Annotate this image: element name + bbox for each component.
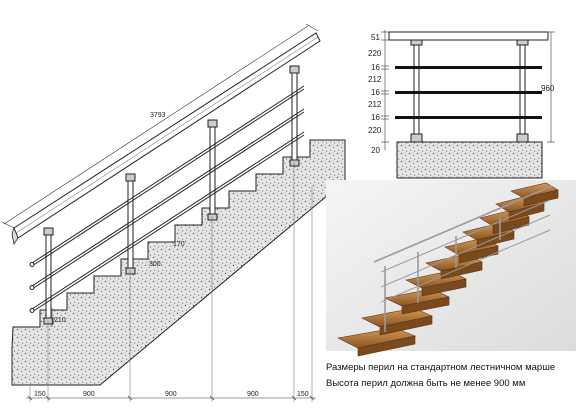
bottom-dim-4: 900	[247, 391, 259, 398]
section-dim-16-a: 16	[371, 63, 380, 72]
section-dim-16-b: 16	[371, 88, 380, 97]
rail-length-dimension	[1, 23, 319, 229]
concrete-stair-body	[11, 139, 346, 386]
step-run-label: 300	[149, 261, 161, 268]
stair-photo	[326, 180, 576, 357]
section-dim-51: 51	[371, 33, 380, 42]
extension-lines	[29, 162, 313, 402]
bottom-dim-2: 900	[83, 391, 95, 398]
bottom-dim-1: 150	[34, 391, 46, 398]
section-dim-220-bottom: 220	[368, 126, 382, 135]
caption-railing-height: Высота перил должна быть не менее 900 мм	[326, 378, 526, 389]
section-dim-220-top: 220	[368, 49, 382, 58]
wooden-steps	[337, 182, 559, 357]
bottom-dim-5: 150	[297, 391, 309, 398]
rail-length-label: 3793	[150, 112, 166, 119]
section-handrail	[388, 31, 549, 41]
section-dim-212-b: 212	[368, 100, 382, 109]
railing-tubes	[29, 85, 305, 313]
section-total-height: 960	[541, 84, 555, 93]
bottom-dim-3: 900	[165, 391, 177, 398]
concrete-slab	[396, 141, 543, 179]
base-offset-label: 210	[54, 317, 66, 324]
section-dim-20: 20	[371, 146, 380, 155]
section-dim-16-c: 16	[371, 113, 380, 122]
section-dim-212-a: 212	[368, 75, 382, 84]
section-bars	[395, 66, 542, 119]
section-right-dim	[547, 31, 555, 143]
step-rise-label: 170	[173, 241, 185, 248]
bottom-dimension-chain	[26, 395, 316, 401]
section-left-dim-chain	[381, 30, 389, 150]
railing-cross-section: 51 220 16 212 16 212 16 220 20 960	[368, 30, 555, 179]
stair-side-elevation: 3793 170 300 210 150 900 900 900 1	[1, 23, 346, 402]
steel-railing	[373, 185, 553, 332]
section-posts	[410, 39, 529, 143]
caption-railing-dimensions: Размеры перил на стандартном лестничном …	[326, 362, 556, 373]
